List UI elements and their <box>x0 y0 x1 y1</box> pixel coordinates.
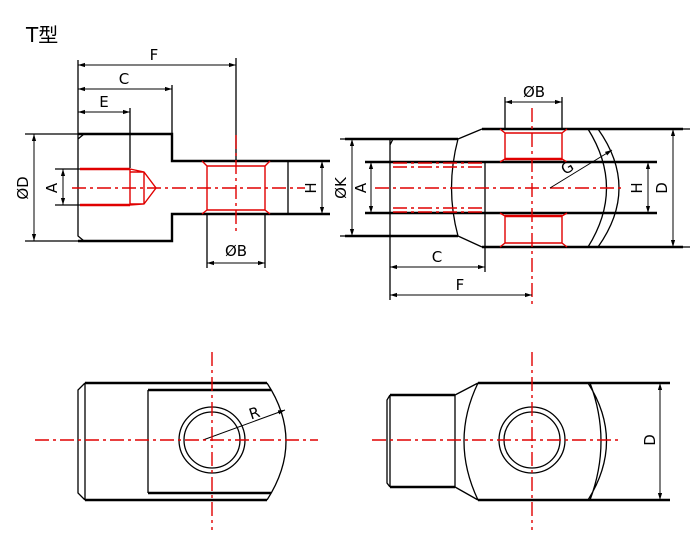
side-view-left: F C E ØD A H ØB <box>14 46 330 268</box>
dim-D: ØD <box>14 176 32 199</box>
dim-A: A <box>352 182 370 193</box>
dim-A: A <box>43 182 61 193</box>
dim-D: D <box>641 434 659 446</box>
dim-C: C <box>119 70 129 88</box>
dim-C: C <box>432 248 442 266</box>
bottom-view-right: D <box>372 352 670 530</box>
dim-H: H <box>302 182 320 193</box>
bottom-view-left: R <box>35 352 318 530</box>
dim-D: D <box>653 182 671 194</box>
dim-B: ØB <box>523 83 545 101</box>
drawing-title: T型 <box>25 23 58 47</box>
dim-R: R <box>247 403 262 423</box>
dim-F: F <box>150 46 159 64</box>
dim-E: E <box>99 93 108 111</box>
dim-H: H <box>628 182 646 193</box>
side-view-right: ØB ØK A G H D C F <box>332 83 690 305</box>
dim-B: ØB <box>225 242 247 260</box>
dim-G: G <box>558 157 577 178</box>
dim-K: ØK <box>332 176 350 199</box>
dim-F: F <box>456 276 465 294</box>
